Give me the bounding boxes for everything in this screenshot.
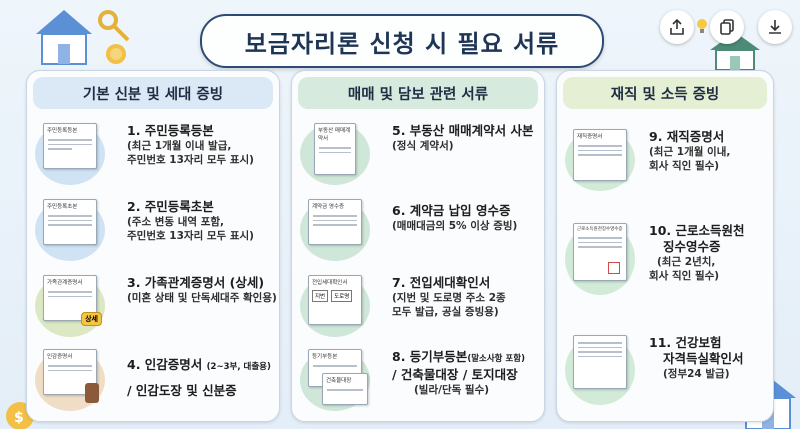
detail-badge: 상세 <box>81 312 102 326</box>
list-item: 주민등록등본 1. 주민등록등본 (최근 1개월 이내 발급, 주민번호 13자… <box>35 117 273 189</box>
share-button[interactable] <box>660 10 694 44</box>
document-icon: 주민등록초본 <box>43 199 97 245</box>
page-title-banner: 보금자리론 신청 시 필요 서류 <box>200 14 604 68</box>
document-icon: 주민등록등본 <box>43 123 97 169</box>
list-item: 근로소득원천징수영수증 10. 근로소득원천 징수영수증 (최근 2년치, 회사… <box>565 217 767 301</box>
page-title: 보금자리론 신청 시 필요 서류 <box>244 29 560 58</box>
copy-icon <box>720 19 734 35</box>
address-tag: 도로명 <box>331 290 353 302</box>
list-item: 전입세대확인서 지번 도로명 7. 전입세대확인서 (지번 및 도로명 주소 2… <box>300 269 538 341</box>
list-item: 재직증명서 9. 재직증명서 (최근 1개월 이내, 회사 직인 필수) <box>565 123 767 195</box>
panel-heading: 기본 신분 및 세대 증빙 <box>33 77 273 109</box>
copy-button[interactable] <box>710 10 744 44</box>
list-item: 인감증명서 4. 인감증명서 (2~3부, 대출용) / 인감도장 및 신분증 <box>35 343 273 415</box>
svg-text:$: $ <box>14 410 24 426</box>
list-item: 계약금 영수증 6. 계약금 납입 영수증 (매매대금의 5% 이상 증빙) <box>300 193 538 265</box>
document-icon: 가족관계증명서 상세 <box>43 275 102 326</box>
document-icon: 부동산 매매계약서 <box>314 123 356 175</box>
document-icon: 전입세대확인서 지번 도로명 <box>308 275 362 325</box>
panel-employment-income: 재직 및 소득 증빙 재직증명서 9. 재직증명서 (최근 1개월 이내, 회사… <box>556 70 774 422</box>
panel-basic-identity: 기본 신분 및 세대 증빙 주민등록등본 1. 주민등록등본 (최근 1개월 이… <box>26 70 280 422</box>
document-icon: 근로소득원천징수영수증 <box>573 223 627 281</box>
document-icon <box>573 335 627 389</box>
seal-stamp-icon <box>85 383 99 403</box>
lightbulb-icon <box>696 18 708 38</box>
panel-sale-collateral: 매매 및 담보 관련 서류 부동산 매매계약서 5. 부동산 매매계약서 사본 … <box>291 70 545 422</box>
list-item: 등기부등본 건축물대장 8. 등기부등본(말소사항 포함) / 건축물대장 / … <box>300 343 538 415</box>
house-key-illustration <box>36 10 130 65</box>
panel-heading: 재직 및 소득 증빙 <box>563 77 767 109</box>
list-item: 가족관계증명서 상세 3. 가족관계증명서 (상세) (미혼 상태 및 단독세대… <box>35 269 277 341</box>
red-seal-icon <box>608 262 620 274</box>
panel-heading: 매매 및 담보 관련 서류 <box>298 77 538 109</box>
list-item: 11. 건강보험 자격득실확인서 (정부24 발급) <box>565 329 767 409</box>
share-icon <box>670 18 684 35</box>
address-tag: 지번 <box>312 290 329 302</box>
document-icon: 건축물대장 <box>322 373 368 405</box>
list-item: 주민등록초본 2. 주민등록초본 (주소 변동 내역 포함, 주민번호 13자리… <box>35 193 273 265</box>
download-icon <box>769 20 781 34</box>
list-item: 부동산 매매계약서 5. 부동산 매매계약서 사본 (정식 계약서) <box>300 117 538 189</box>
document-icon: 계약금 영수증 <box>308 199 362 245</box>
document-icon: 재직증명서 <box>573 129 627 181</box>
download-button[interactable] <box>758 10 792 44</box>
